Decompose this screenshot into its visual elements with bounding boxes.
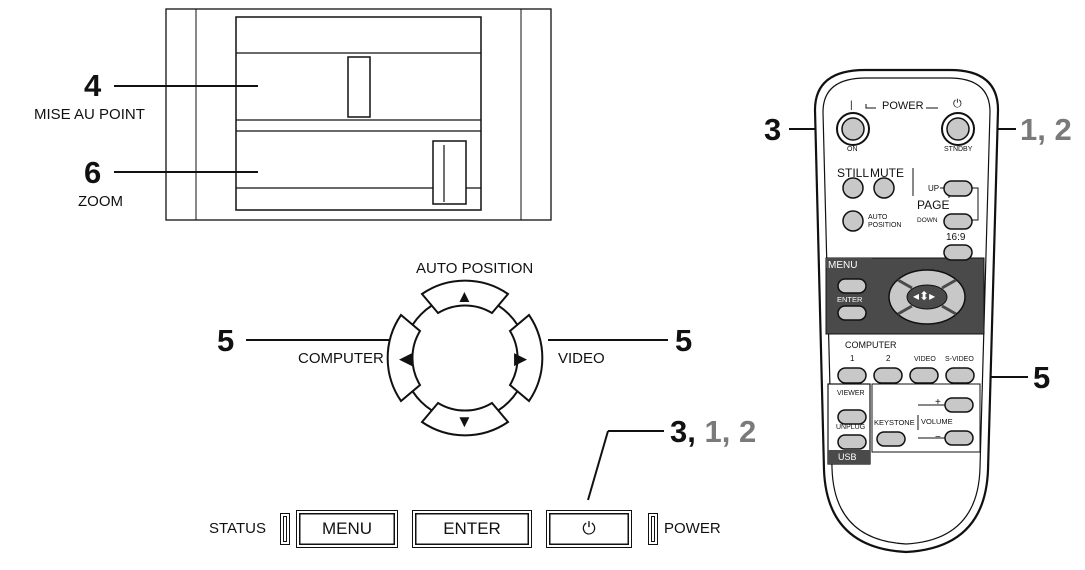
control-pad <box>386 279 544 437</box>
remote-keystone-label: KEYSTONE <box>874 418 915 427</box>
pad-right-label: VIDEO <box>558 350 605 367</box>
status-indicator <box>280 513 290 545</box>
remote-power-label: POWER <box>880 100 926 112</box>
remote-on-callout: 3 <box>764 112 782 147</box>
remote-page-down-label: DOWN <box>917 217 938 224</box>
status-label: STATUS <box>209 520 266 537</box>
remote-computer-1-button[interactable] <box>837 367 867 384</box>
remote-viewer-label: VIEWER <box>837 390 865 397</box>
remote-menu-button[interactable] <box>837 278 867 294</box>
remote-arrow-pad[interactable] <box>888 269 966 325</box>
remote-enter-button[interactable] <box>837 305 867 321</box>
left-arrow-icon: ◀ <box>399 349 413 368</box>
pad-right-button[interactable] <box>508 313 544 403</box>
remote-auto-position-button[interactable] <box>842 210 864 232</box>
remote-page-up-label: UP <box>928 184 940 193</box>
remote-unplug-button[interactable] <box>837 434 867 450</box>
remote-on-label: ON <box>847 146 858 153</box>
power-label: POWER <box>664 520 721 537</box>
remote-svideo-button[interactable] <box>945 367 975 384</box>
remote-volume-minus-label: − <box>935 432 941 443</box>
lens-housing <box>165 8 552 221</box>
zoom-callout-number: 6 <box>84 155 102 190</box>
remote-standby-icon: ⏻ <box>953 97 962 110</box>
panel-power-callout: 3, 1, 2 <box>670 416 756 447</box>
remote-mute-button[interactable] <box>873 177 895 199</box>
remote-volume-label: VOLUME <box>921 417 953 426</box>
right-arrow-icon: ▶ <box>514 349 528 368</box>
remote-computer-label: COMPUTER <box>845 340 897 350</box>
remote-unplug-label: UNPLUG <box>836 424 866 431</box>
power-button[interactable]: ⏻ <box>546 510 632 548</box>
remote-volume-up-button[interactable] <box>944 397 974 413</box>
remote-still-label: STILL <box>837 166 870 180</box>
remote-usb-label: USB <box>838 452 857 462</box>
pad-right-callout: 5 <box>675 323 693 358</box>
remote-volume-down-button[interactable] <box>944 430 974 446</box>
remote-viewer-button[interactable] <box>837 409 867 425</box>
pad-down-button[interactable] <box>420 401 510 437</box>
focus-label: MISE AU POINT <box>34 106 145 123</box>
remote-on-symbol: | <box>850 100 853 111</box>
enter-button[interactable]: ENTER <box>412 510 532 548</box>
power-icon: ⏻ <box>582 519 596 539</box>
focus-callout-number: 4 <box>84 68 102 103</box>
menu-button[interactable]: MENU <box>296 510 398 548</box>
remote-computer-2-button[interactable] <box>873 367 903 384</box>
remote-volume-plus-label: + <box>935 397 941 408</box>
remote-standby-callout: 1, 2 <box>1020 112 1072 147</box>
remote-mute-label: MUTE <box>870 166 904 180</box>
pad-up-label: AUTO POSITION <box>416 260 534 277</box>
remote-video-button[interactable] <box>909 367 939 384</box>
remote-video-label: VIDEO <box>914 356 936 363</box>
pad-left-label: COMPUTER <box>298 350 384 367</box>
remote-buttons <box>836 112 975 450</box>
remote-arrows-icon: ◂⬍▸ <box>913 289 936 303</box>
remote-position-label: POSITION <box>868 222 902 229</box>
remote-svideo-label: S-VIDEO <box>945 356 974 363</box>
remote-enter-label: ENTER <box>837 295 863 304</box>
remote-source-callout: 5 <box>1033 360 1051 395</box>
remote-computer-1-label: 1 <box>850 354 855 363</box>
remote-menu-label: MENU <box>828 260 858 271</box>
remote-page-down-button[interactable] <box>943 213 973 230</box>
remote-ratio-label: 16:9 <box>946 232 966 243</box>
remote-standby-label: STNDBY <box>944 146 973 153</box>
remote-page-label: PAGE <box>917 198 950 212</box>
remote-still-button[interactable] <box>842 177 864 199</box>
down-arrow-icon: ▼ <box>456 412 473 431</box>
remote-standby-button[interactable] <box>946 117 970 141</box>
remote-keystone-button[interactable] <box>876 431 906 447</box>
zoom-label: ZOOM <box>78 193 123 210</box>
pad-up-button[interactable] <box>420 279 510 315</box>
remote-on-button[interactable] <box>841 117 865 141</box>
pad-left-button[interactable] <box>386 313 422 403</box>
up-arrow-icon: ▲ <box>456 287 473 306</box>
remote-auto-label: AUTO <box>868 214 888 221</box>
remote-page-up-button[interactable] <box>943 180 973 197</box>
remote-16-9-button[interactable] <box>943 244 973 261</box>
panel-power-callout-prefix: 3, <box>670 414 696 449</box>
zoom-ring-tab[interactable] <box>432 140 467 205</box>
panel-power-callout-suffix: 1, 2 <box>704 414 757 449</box>
focus-ring-tab[interactable] <box>347 56 371 118</box>
remote-computer-2-label: 2 <box>886 354 891 363</box>
pad-left-callout: 5 <box>217 323 235 358</box>
power-indicator <box>648 513 658 545</box>
